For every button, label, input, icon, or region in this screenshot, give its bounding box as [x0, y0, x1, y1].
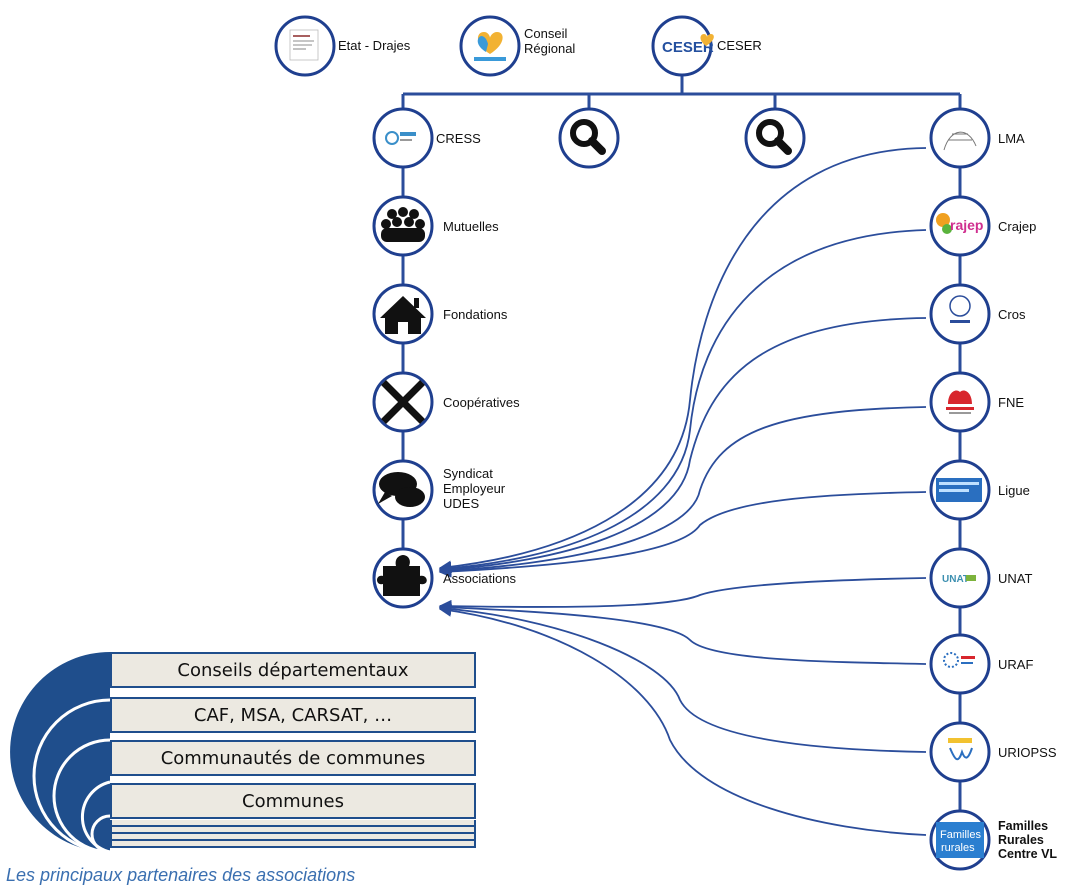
label-crajep: Crajep [998, 219, 1037, 234]
puzzle-icon [377, 555, 427, 596]
level-communautes-de-communes: Communautés de communes [110, 740, 476, 776]
fne-logo-icon [946, 390, 974, 414]
ligue-logo-icon [936, 478, 982, 502]
label-cros: Cros [998, 307, 1026, 322]
node-lma [929, 107, 991, 169]
label-syndicat: Syndicat Employeur UDES [443, 466, 506, 511]
label-etat-drajes: Etat - Drajes [338, 38, 411, 53]
left-nodes [372, 107, 434, 609]
label-uriopss: URIOPSS [998, 745, 1057, 760]
speech-bubbles-icon [378, 472, 425, 507]
label-fne: FNE [998, 395, 1024, 410]
label-ceser: CESER [717, 38, 762, 53]
node-uraf [929, 633, 991, 695]
node-cress [372, 107, 434, 169]
unat-logo-icon: UNAT [942, 574, 976, 585]
crajep-logo-icon: rajep [936, 213, 983, 234]
link-curves [438, 147, 927, 836]
document-logo-icon [289, 29, 319, 61]
level-communes: Communes [110, 783, 476, 819]
node-ceser: CESER [651, 15, 714, 77]
territorial-arcs [10, 652, 111, 854]
node-cooperatives [372, 371, 434, 433]
level-stack-base [110, 820, 476, 856]
label-uraf: URAF [998, 657, 1034, 672]
node-conseil-regional [459, 15, 521, 77]
svg-text:rurales: rurales [941, 842, 975, 854]
node-search-1 [558, 107, 620, 169]
right-nodes: rajep [929, 107, 991, 871]
node-crajep: rajep [929, 195, 991, 257]
node-search-2 [744, 107, 806, 169]
node-familles-rurales: Familles rurales [929, 809, 991, 871]
label-ligue: Ligue [998, 483, 1030, 498]
label-associations: Associations [443, 571, 516, 586]
heart-logo-icon [474, 32, 506, 61]
node-associations [372, 547, 434, 609]
people-group-icon [381, 207, 425, 242]
label-cress: CRESS [436, 131, 481, 146]
node-mutuelles [372, 195, 434, 257]
crossed-tools-icon [381, 380, 425, 424]
label-conseil-regional: Conseil Régional [524, 26, 576, 56]
node-ligue [929, 459, 991, 521]
label-fondations: Fondations [443, 307, 508, 322]
lma-logo-icon [943, 131, 977, 151]
placeholder-nodes [558, 107, 806, 169]
search-icon [756, 119, 792, 155]
node-etat-drajes [274, 15, 336, 77]
node-syndicat [372, 459, 434, 521]
ceser-logo-icon: CESER [662, 34, 714, 56]
node-uriopss [929, 721, 991, 783]
house-icon [380, 296, 426, 334]
svg-text:Familles: Familles [940, 829, 981, 841]
label-cooperatives: Coopératives [443, 395, 520, 410]
level-conseils-departementaux: Conseils départementaux [110, 652, 476, 688]
svg-text:UNAT: UNAT [942, 574, 969, 585]
uriopss-logo-icon [948, 738, 973, 761]
label-unat: UNAT [998, 571, 1033, 586]
node-fondations [372, 283, 434, 345]
label-mutuelles: Mutuelles [443, 219, 499, 234]
cros-logo-icon [949, 295, 971, 323]
search-icon [570, 119, 606, 155]
label-lma: LMA [998, 131, 1025, 146]
svg-text:rajep: rajep [950, 217, 983, 233]
node-cros [929, 283, 991, 345]
label-familles-rurales: Familles Rurales Centre VL [998, 819, 1058, 861]
familles-rurales-logo-icon: Familles rurales [936, 822, 984, 858]
uraf-logo-icon [943, 652, 975, 668]
top-nodes: CESER [274, 15, 714, 77]
figure-caption: Les principaux partenaires des associati… [6, 865, 356, 885]
level-caf-msa-carsat: CAF, MSA, CARSAT, … [110, 697, 476, 733]
svg-text:CESER: CESER [662, 39, 714, 56]
node-unat: UNAT [929, 547, 991, 609]
cress-logo-icon [385, 131, 416, 145]
node-fne [929, 371, 991, 433]
